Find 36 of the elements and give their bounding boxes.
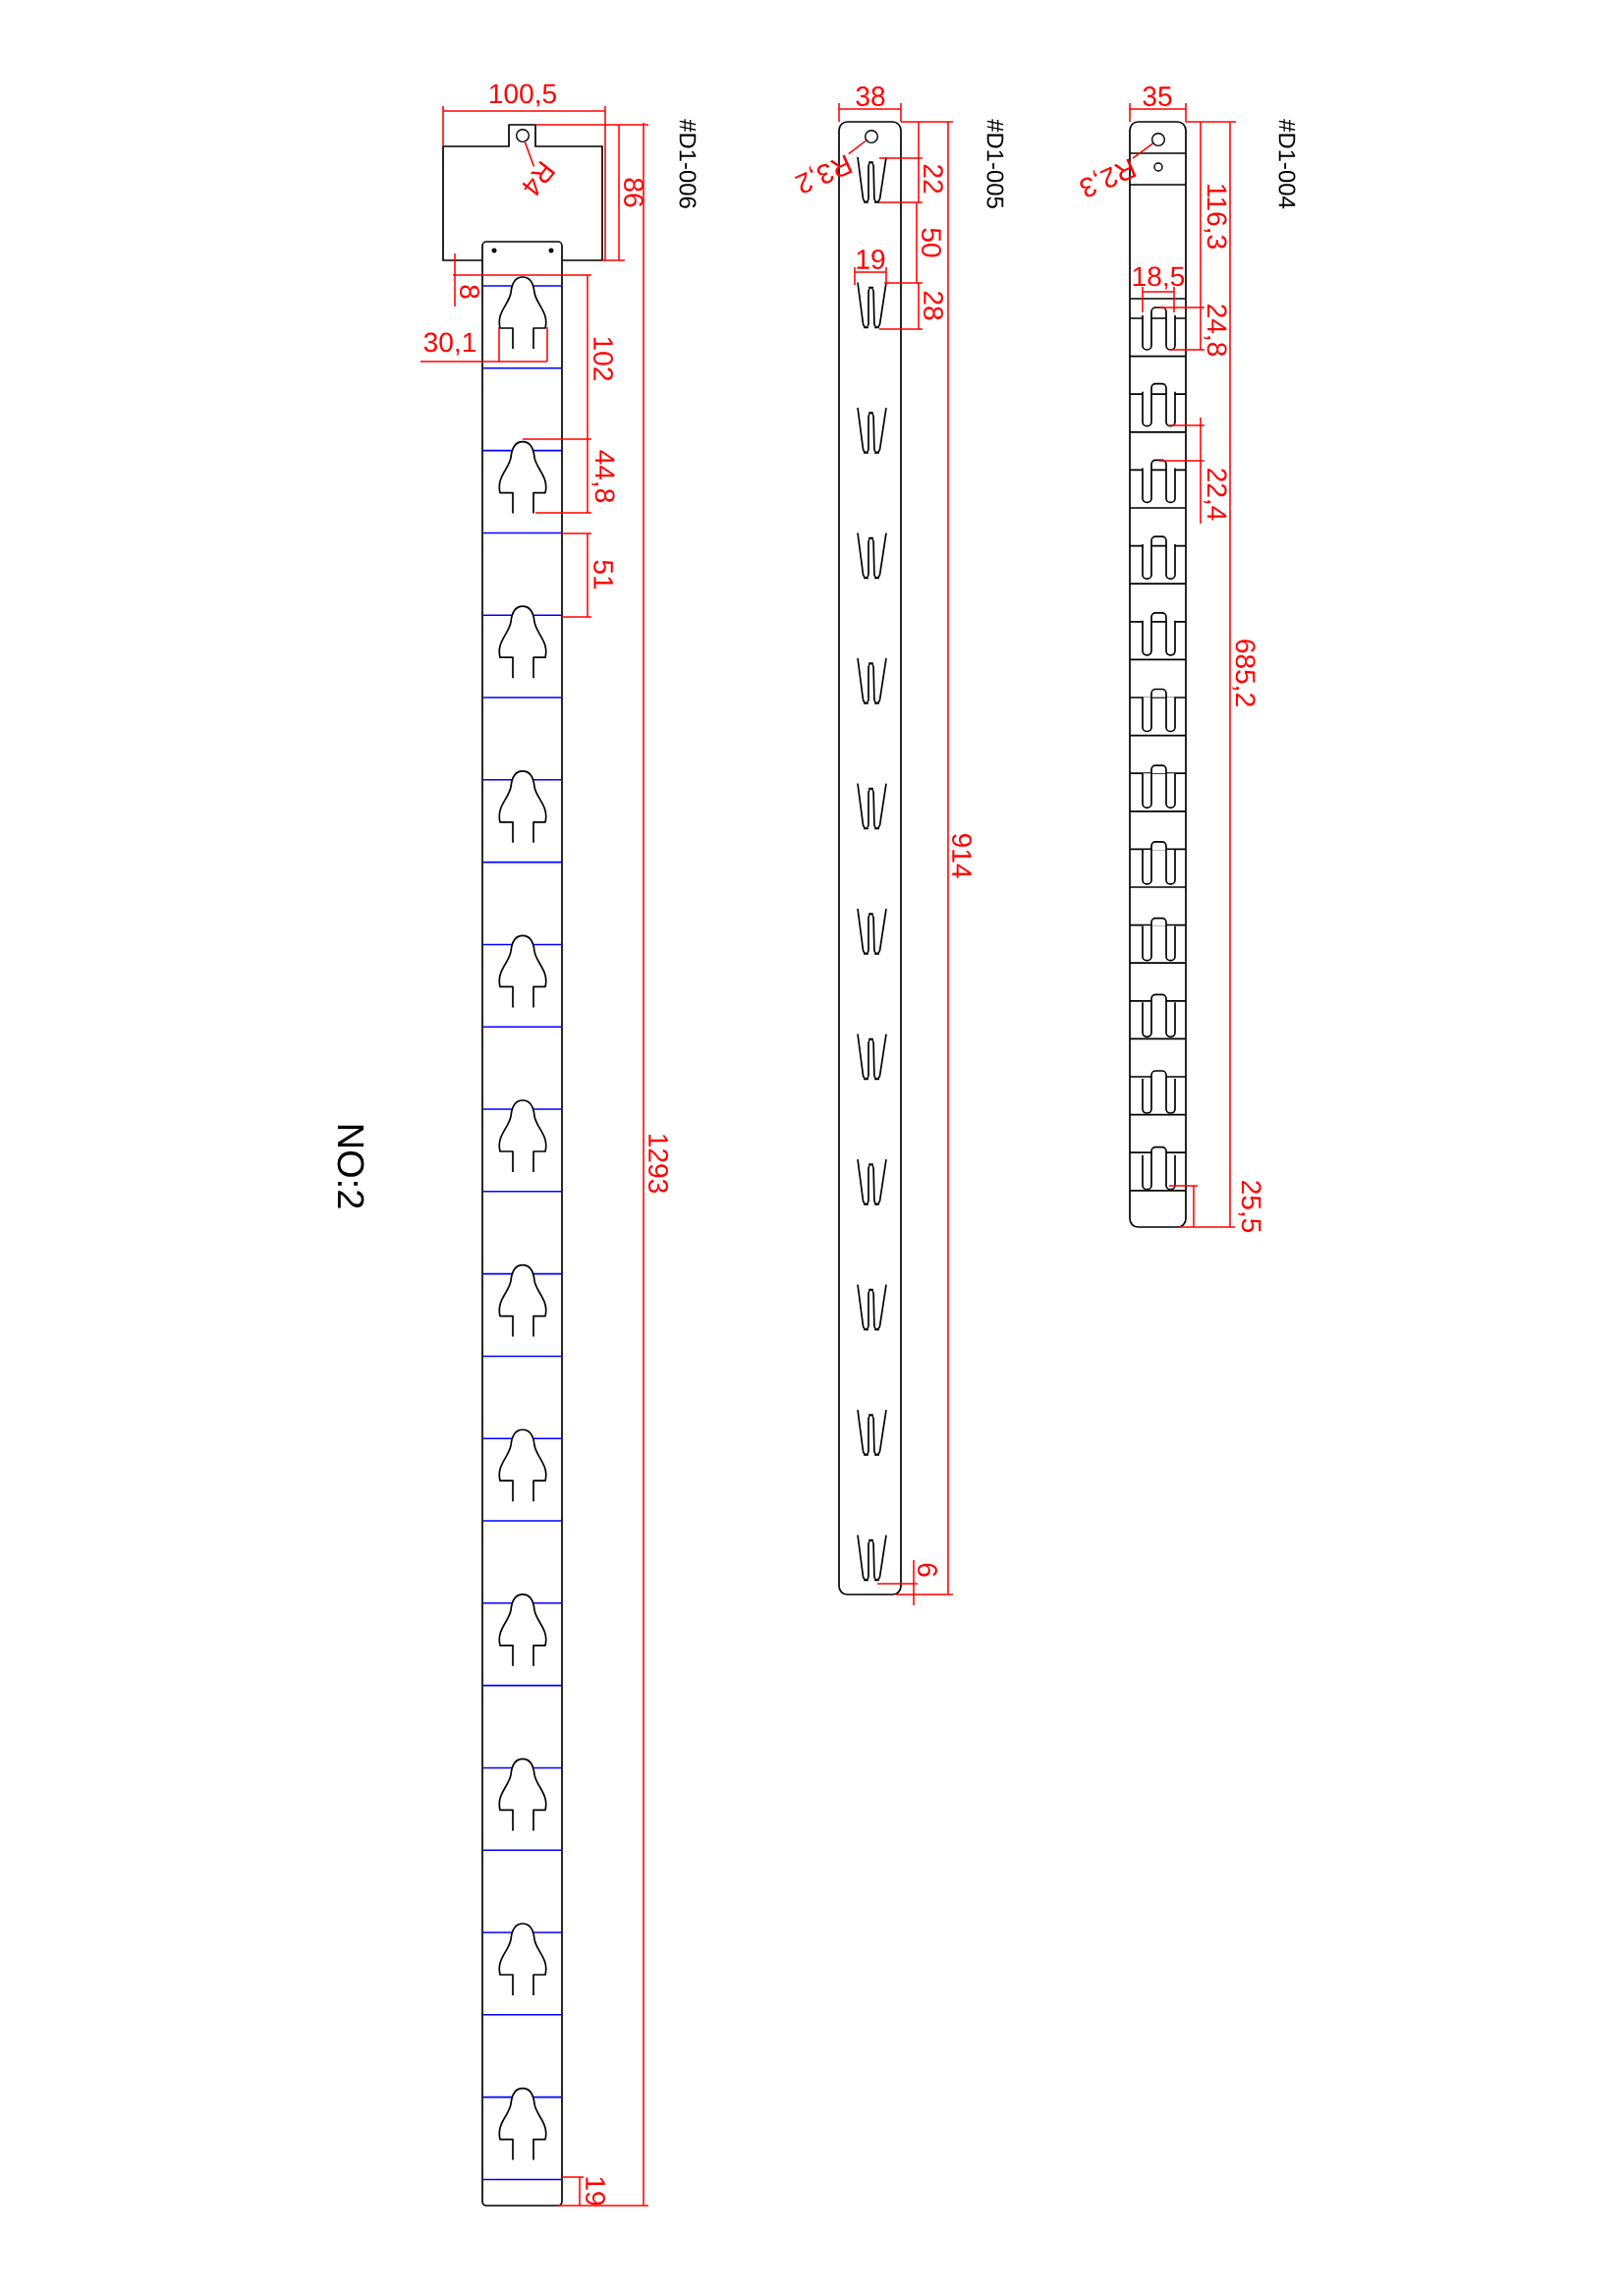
dimension-label: 50 <box>922 228 941 257</box>
dimension-label: 102 <box>593 337 613 381</box>
dimension-label: 28 <box>924 291 943 320</box>
hanging-hole <box>864 129 879 144</box>
dimension-label: 38 <box>856 86 885 106</box>
dimension-label: 18,5 <box>1133 266 1185 290</box>
drawing-number: NO:2 <box>337 1125 364 1208</box>
part-number: #D1-004 <box>1278 119 1296 209</box>
dimension-label: 1293 <box>648 1134 668 1194</box>
dimension-label: 24,8 <box>1204 305 1227 357</box>
radius-label: R4 <box>522 160 556 196</box>
dimension-label: 51 <box>593 560 613 589</box>
dimension-label: 19 <box>857 250 885 269</box>
dimension-label: 22 <box>924 164 943 194</box>
radius-label: R3,2 <box>794 154 853 194</box>
dimension-label: 25,5 <box>1238 1181 1261 1233</box>
dimension-label: 22,4 <box>1204 469 1227 521</box>
radius-label: R2,3 <box>1080 158 1137 197</box>
leader-line <box>1132 142 1154 159</box>
leader-line <box>524 140 535 168</box>
dimension-label: 116,3 <box>1204 185 1227 249</box>
hanging-hole <box>1150 133 1166 147</box>
leader-line <box>847 140 868 155</box>
dimension-label: 35 <box>1143 86 1172 106</box>
dimension-label: 44,8 <box>591 450 615 503</box>
dimension-label: 8 <box>460 285 479 299</box>
part-number: #D1-005 <box>986 119 1004 208</box>
hanging-hole <box>515 128 531 143</box>
part-number: #D1-006 <box>679 119 697 208</box>
dimension-label: 30,1 <box>423 332 476 356</box>
dimension-label: 685,2 <box>1232 640 1256 706</box>
dimension-label: 6 <box>918 1563 937 1577</box>
dimension-label: 100,5 <box>489 84 556 107</box>
dimension-label: 19 <box>586 2177 605 2206</box>
dimension-label: 86 <box>624 178 644 207</box>
dimension-label: 914 <box>952 833 972 878</box>
